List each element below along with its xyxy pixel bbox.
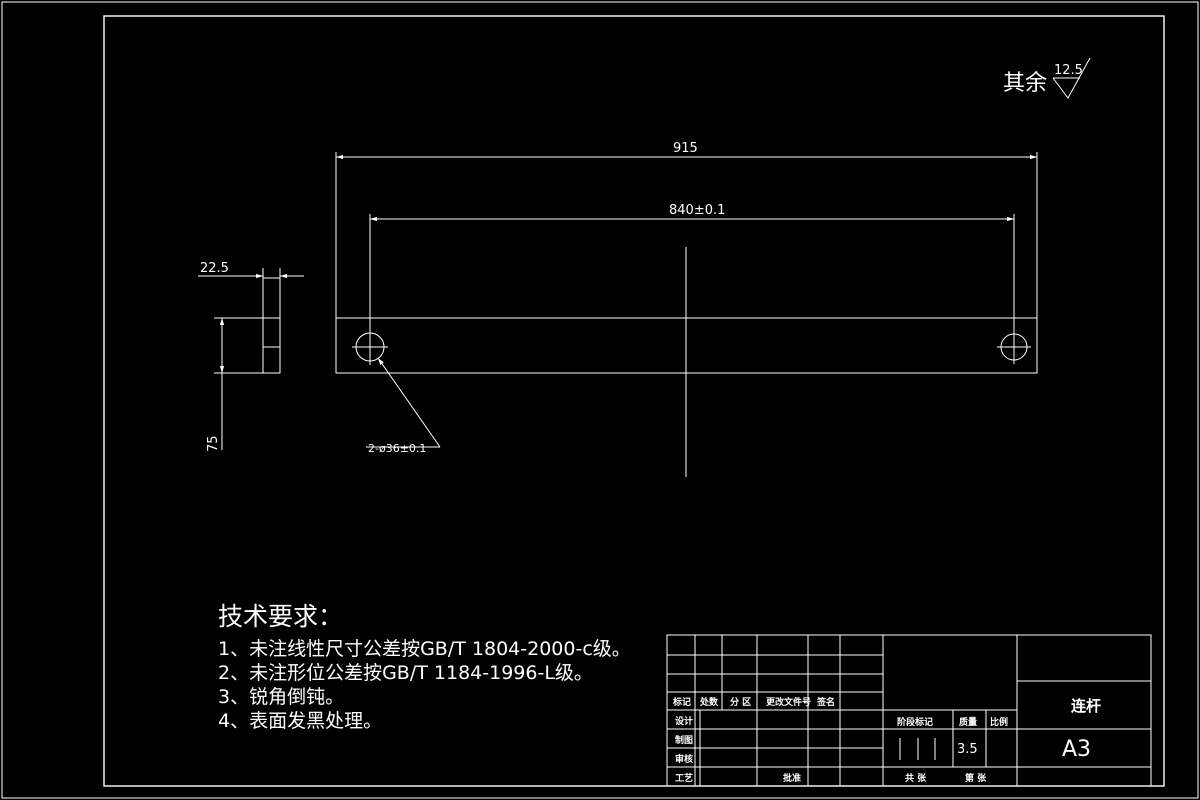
tb-scale-label: 比例 (990, 716, 1008, 728)
tb-approve-label: 批准 (783, 772, 801, 784)
tb-size: A3 (1062, 737, 1091, 762)
side-view-body (262, 277, 281, 374)
overall-length-dimension: 915 (673, 141, 698, 156)
drawing-frame (103, 15, 1165, 787)
tb-scale-value: 3.5 (957, 742, 978, 757)
tech-req-item: 3、锐角倒钝。 (218, 686, 344, 708)
tb-header: 分 区 (730, 696, 751, 708)
hole-callout: 2-ø36±0.1 (368, 442, 426, 455)
tech-req-item: 4、表面发黑处理。 (218, 710, 382, 732)
tb-header: 签名 (816, 696, 835, 708)
surface-finish-label: 其余 (1003, 71, 1047, 96)
tech-req-item: 2、未注形位公差按GB/T 1184-1996-L级。 (218, 662, 593, 684)
tb-header: 更改文件号 (766, 696, 811, 708)
title-block: 标记 处数 分 区 更改文件号 签名 设计 制图 审核 工艺 批准 阶段标记 质… (666, 634, 1152, 787)
tb-row-label: 工艺 (675, 772, 693, 784)
tb-sheets-total: 共 张 (905, 772, 927, 784)
surface-finish-symbol: 其余 12.5 (1003, 57, 1091, 99)
tech-req-item: 1、未注线性尺寸公差按GB/T 1804-2000-c级。 (218, 638, 631, 660)
tech-req-heading: 技术要求： (218, 602, 343, 631)
tb-sheet-no: 第 张 (965, 772, 987, 784)
tb-row-label: 制图 (675, 734, 693, 746)
technical-requirements: 技术要求： 1、未注线性尺寸公差按GB/T 1804-2000-c级。 2、未注… (218, 602, 631, 732)
hole-spacing-dimension: 840±0.1 (669, 203, 725, 218)
front-view: 915 840±0.1 2-ø36±0.1 (335, 141, 1038, 477)
tb-header: 处数 (699, 696, 719, 708)
tb-stage-label: 阶段标记 (897, 716, 933, 728)
width-dimension: 75 (206, 435, 221, 452)
tb-weight-label: 质量 (959, 716, 977, 728)
tb-header: 标记 (672, 696, 691, 708)
tb-part-name: 连杆 (1071, 697, 1101, 715)
surface-roughness-value: 12.5 (1054, 63, 1083, 78)
tb-row-label: 设计 (675, 715, 693, 727)
tb-row-label: 审核 (675, 753, 693, 765)
thickness-dimension: 22.5 (200, 261, 229, 276)
side-view: 22.5 75 (198, 261, 304, 452)
